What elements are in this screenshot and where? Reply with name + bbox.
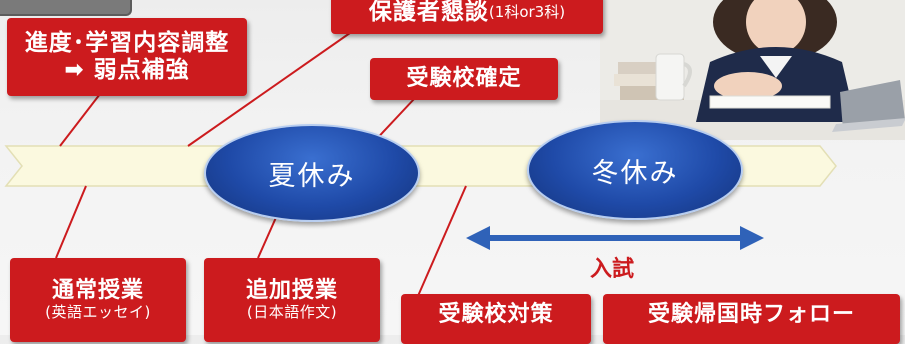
return-follow-label: 受験帰国時フォロー — [603, 294, 900, 344]
parent-meeting-label: 保護者懇談 (1科or3科) — [331, 0, 603, 34]
parent-meeting-note: (1科or3科) — [488, 3, 566, 22]
exam-label: 入試 — [589, 257, 634, 282]
summer-break-text: 夏休み — [268, 160, 356, 192]
top-tab — [0, 0, 132, 16]
exam-range-arrow — [466, 226, 764, 250]
progress-adjust-line1: 進度･学習内容調整 — [24, 29, 230, 56]
winter-break-oval: 冬休み — [527, 120, 743, 220]
progress-adjust-label: 進度･学習内容調整 ➡ 弱点補強 — [7, 18, 247, 96]
winter-break-text: 冬休み — [591, 157, 679, 189]
parent-meeting-text: 保護者懇談 — [368, 0, 489, 26]
regular-class-text: 通常授業 — [51, 278, 144, 304]
school-prep-label: 受験校対策 — [401, 294, 591, 344]
extra-class-note: (日本語作文) — [246, 303, 338, 322]
school-decided-text: 受験校確定 — [406, 66, 522, 92]
extra-class-text: 追加授業 — [245, 278, 338, 304]
progress-adjust-line2: ➡ 弱点補強 — [64, 57, 190, 83]
school-prep-text: 受験校対策 — [438, 302, 554, 327]
regular-class-label: 通常授業 (英語エッセイ) — [10, 258, 186, 342]
school-decided-label: 受験校確定 — [370, 58, 558, 100]
summer-break-oval: 夏休み — [204, 124, 420, 222]
student-photo — [600, 0, 905, 140]
regular-class-note: (英語エッセイ) — [45, 303, 151, 322]
extra-class-label: 追加授業 (日本語作文) — [204, 258, 380, 342]
return-follow-text: 受験帰国時フォロー — [647, 302, 855, 327]
